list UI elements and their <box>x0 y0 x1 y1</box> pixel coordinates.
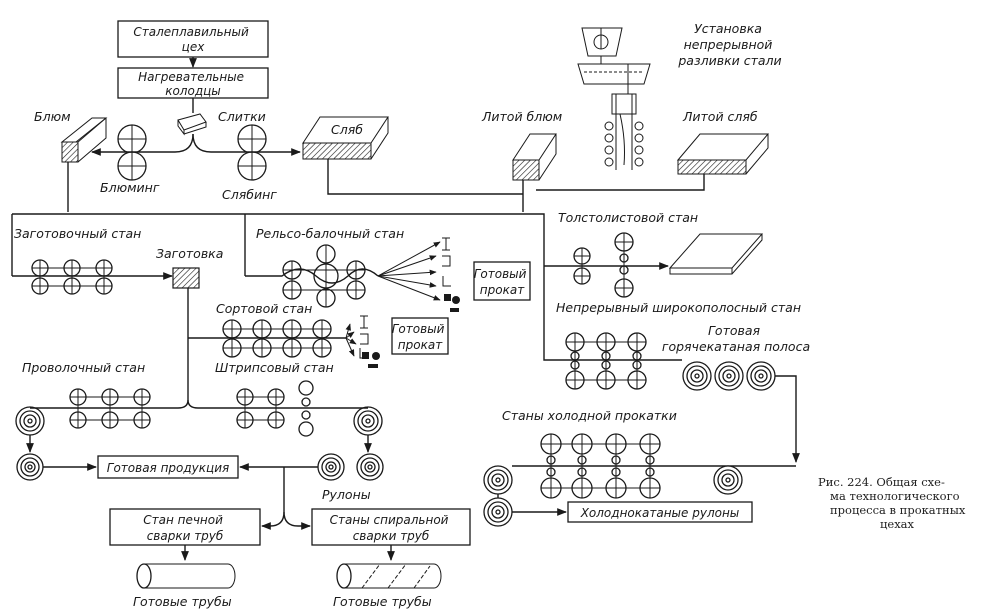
section-mill-products <box>345 315 380 368</box>
square-bar-icon-2 <box>362 352 369 359</box>
ingot-shape <box>177 113 207 136</box>
finished-products-label: Готовая продукция <box>107 461 229 475</box>
pipe-straight <box>136 563 236 589</box>
strip-mill-rolls <box>236 380 314 437</box>
hot-strip-mill-rolls <box>565 332 647 390</box>
slabbing-rolls <box>237 124 267 181</box>
blooming-rolls <box>117 124 147 181</box>
hot-coil-1 <box>682 361 712 391</box>
rail-mill-rolls <box>282 244 366 308</box>
pipes-label-2: Готовые трубы <box>333 594 432 609</box>
cold-mill-rolls <box>540 433 661 499</box>
finished-rolled-box-2: Готовый прокат <box>391 317 449 355</box>
coils-label: Рулоны <box>322 487 371 502</box>
hot-coil-2 <box>714 361 744 391</box>
wire-coil-1 <box>15 406 45 436</box>
line-slab-to-bus <box>327 159 523 195</box>
billet-mill-rolls <box>31 259 113 295</box>
furnace-weld-box: Стан печной сварки труб <box>109 508 261 546</box>
cold-mills-label: Станы холодной прокатки <box>502 408 677 423</box>
section-mill-rolls <box>222 319 332 358</box>
round-bar-icon-2 <box>372 352 380 360</box>
coil-b <box>356 453 384 481</box>
cast-slab-shape <box>676 133 770 175</box>
rail-mill-flow <box>245 268 379 284</box>
ccm-label: Установка непрерывной разливки стали <box>677 21 781 68</box>
strip-mill-label: Штрипсовый стан <box>215 360 334 375</box>
cast-slab-label: Литой сляб <box>682 109 758 124</box>
pipes-label-1: Готовые трубы <box>133 594 232 609</box>
billet-shape <box>172 267 200 289</box>
bloom-shape <box>60 117 108 163</box>
line-cast-slab <box>536 174 705 191</box>
rail-mill-label: Рельсо-балочный стан <box>256 226 404 241</box>
ingots-label: Слитки <box>218 109 266 124</box>
round-bar-icon <box>452 296 460 304</box>
flat-bar-icon-2 <box>368 364 378 368</box>
section-mill-label: Сортовой стан <box>216 301 312 316</box>
soaking-pits-box: Нагревательные колодцы <box>117 67 269 99</box>
finished-products-box: Готовая продукция <box>97 455 239 479</box>
plate-mill-label: Толстолистовой стан <box>558 210 698 225</box>
cold-coil-in <box>713 465 743 495</box>
figure-caption: Рис. 224. Общая схе- ма технологического… <box>818 475 969 531</box>
plate-mill-rolls <box>573 232 634 298</box>
arrow-ingot-to-slab <box>192 133 301 156</box>
billet-label: Заготовка <box>156 246 223 261</box>
cold-coil-out-1 <box>483 465 513 495</box>
wire-coil-2 <box>16 453 44 481</box>
cast-bloom-shape <box>512 133 557 181</box>
slab-label: Сляб <box>331 122 363 137</box>
billet-mill-label: Заготовочный стан <box>14 226 141 241</box>
plate-shape <box>668 233 764 275</box>
strip-coil-1 <box>353 406 383 436</box>
strip-mill-flow <box>187 399 368 409</box>
steel-shop-box: Сталеплавильный цех <box>117 20 269 58</box>
soaking-pits-label: Нагревательные колодцы <box>138 70 248 98</box>
cold-coils-box: Холоднокатаные рулоны <box>567 501 753 523</box>
arrow-to-furnace-weld <box>261 467 285 530</box>
wire-mill-rolls <box>69 388 151 429</box>
arrow-to-spiral-weld <box>283 511 311 530</box>
spiral-weld-label: Станы спиральной сварки труб <box>330 513 453 543</box>
wire-mill-label: Проволочный стан <box>22 360 145 375</box>
cold-coil-out-2 <box>483 497 513 527</box>
spiral-weld-box: Станы спиральной сварки труб <box>311 508 471 546</box>
slab-shape <box>302 116 389 160</box>
cold-coils-label: Холоднокатаные рулоны <box>580 506 740 520</box>
finished-rolled-box-1: Готовый прокат <box>473 261 531 301</box>
pipe-spiral <box>336 563 442 589</box>
arrow-hot-to-cold <box>775 375 800 463</box>
hot-coil-3 <box>746 361 776 391</box>
coil-a <box>317 453 345 481</box>
square-bar-icon <box>444 294 451 301</box>
bloom-label: Блюм <box>34 109 71 124</box>
cast-bloom-label: Литой блюм <box>481 109 562 124</box>
furnace-weld-label: Стан печной сварки труб <box>143 513 227 543</box>
rail-mill-products <box>377 237 460 312</box>
blooming-label: Блюминг <box>100 180 160 195</box>
slabbing-label: Слябинг <box>222 187 277 202</box>
finished-rolled-label-2: Готовый прокат <box>392 322 449 352</box>
flat-bar-icon <box>450 308 459 312</box>
finished-rolled-label-1: Готовый прокат <box>474 267 531 297</box>
line-to-right-branch <box>523 213 560 361</box>
hot-strip-mill-label: Непрерывный широкополосный стан <box>556 300 801 315</box>
hot-strip-label: Готовая горячекатаная полоса <box>662 323 810 354</box>
ccm-equipment <box>577 27 651 170</box>
steel-shop-label: Сталеплавильный цех <box>133 25 252 54</box>
